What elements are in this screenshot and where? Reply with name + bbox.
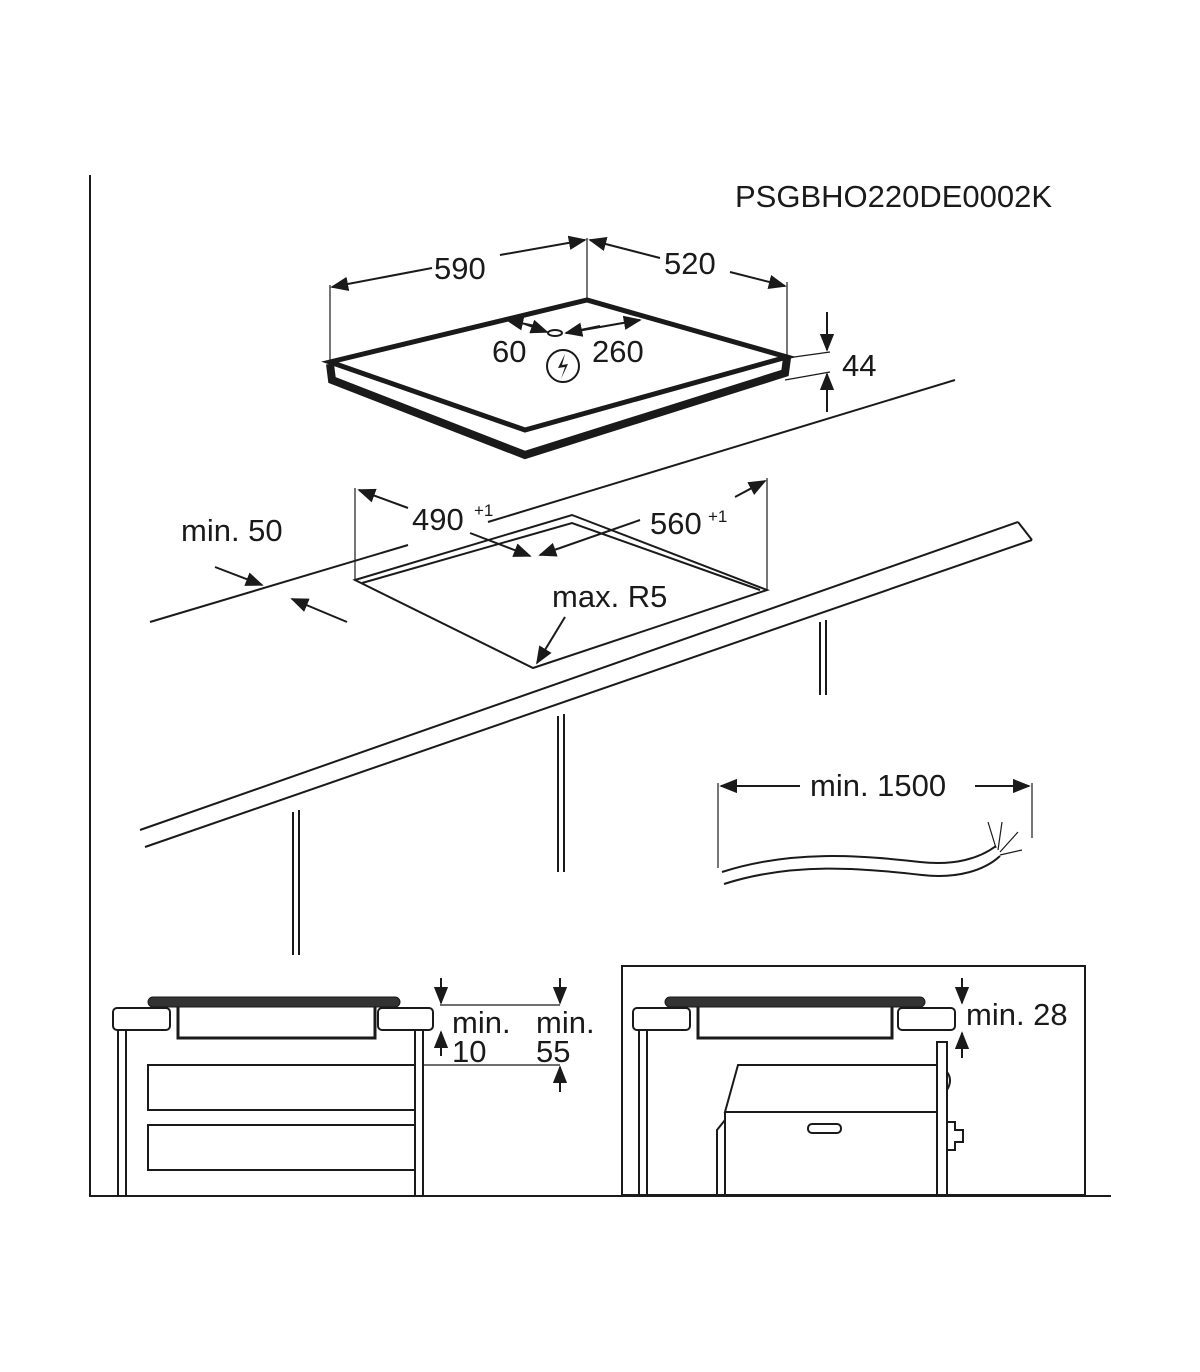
cutout-width-label: 560 <box>650 506 702 541</box>
hob-depth-label: 520 <box>664 246 716 281</box>
clearance-55-label: 55 <box>536 1034 570 1069</box>
drawer-install-drawing <box>112 978 568 1196</box>
oven-install-drawing <box>621 965 1086 1197</box>
cutout-depth-label: 490 <box>412 502 464 537</box>
countertop-drawing <box>139 379 1033 955</box>
clearance-10-label: 10 <box>452 1034 486 1069</box>
min-label-b: min. <box>536 1005 595 1040</box>
min-label-a: min. <box>452 1005 511 1040</box>
frame <box>89 175 1111 1197</box>
corner-radius-label: max. R5 <box>552 579 667 614</box>
front-clearance-label: min. 50 <box>181 513 283 548</box>
hob-width-label: 590 <box>434 251 486 286</box>
oven-clearance-label: min. 28 <box>966 997 1068 1032</box>
model-code: PSGBHO220DE0002K <box>735 179 1052 214</box>
cutout-depth-tolerance: +1 <box>474 501 493 520</box>
cable-length-label: min. 1500 <box>810 768 946 803</box>
hob-drawing <box>321 235 835 460</box>
conn-right-label: 260 <box>592 334 644 369</box>
hob-height-label: 44 <box>842 348 876 383</box>
cable-drawing <box>717 778 1033 885</box>
conn-left-label: 60 <box>492 334 526 369</box>
cutout-width-tolerance: +1 <box>708 507 727 526</box>
electric-connection-icon <box>546 349 580 383</box>
